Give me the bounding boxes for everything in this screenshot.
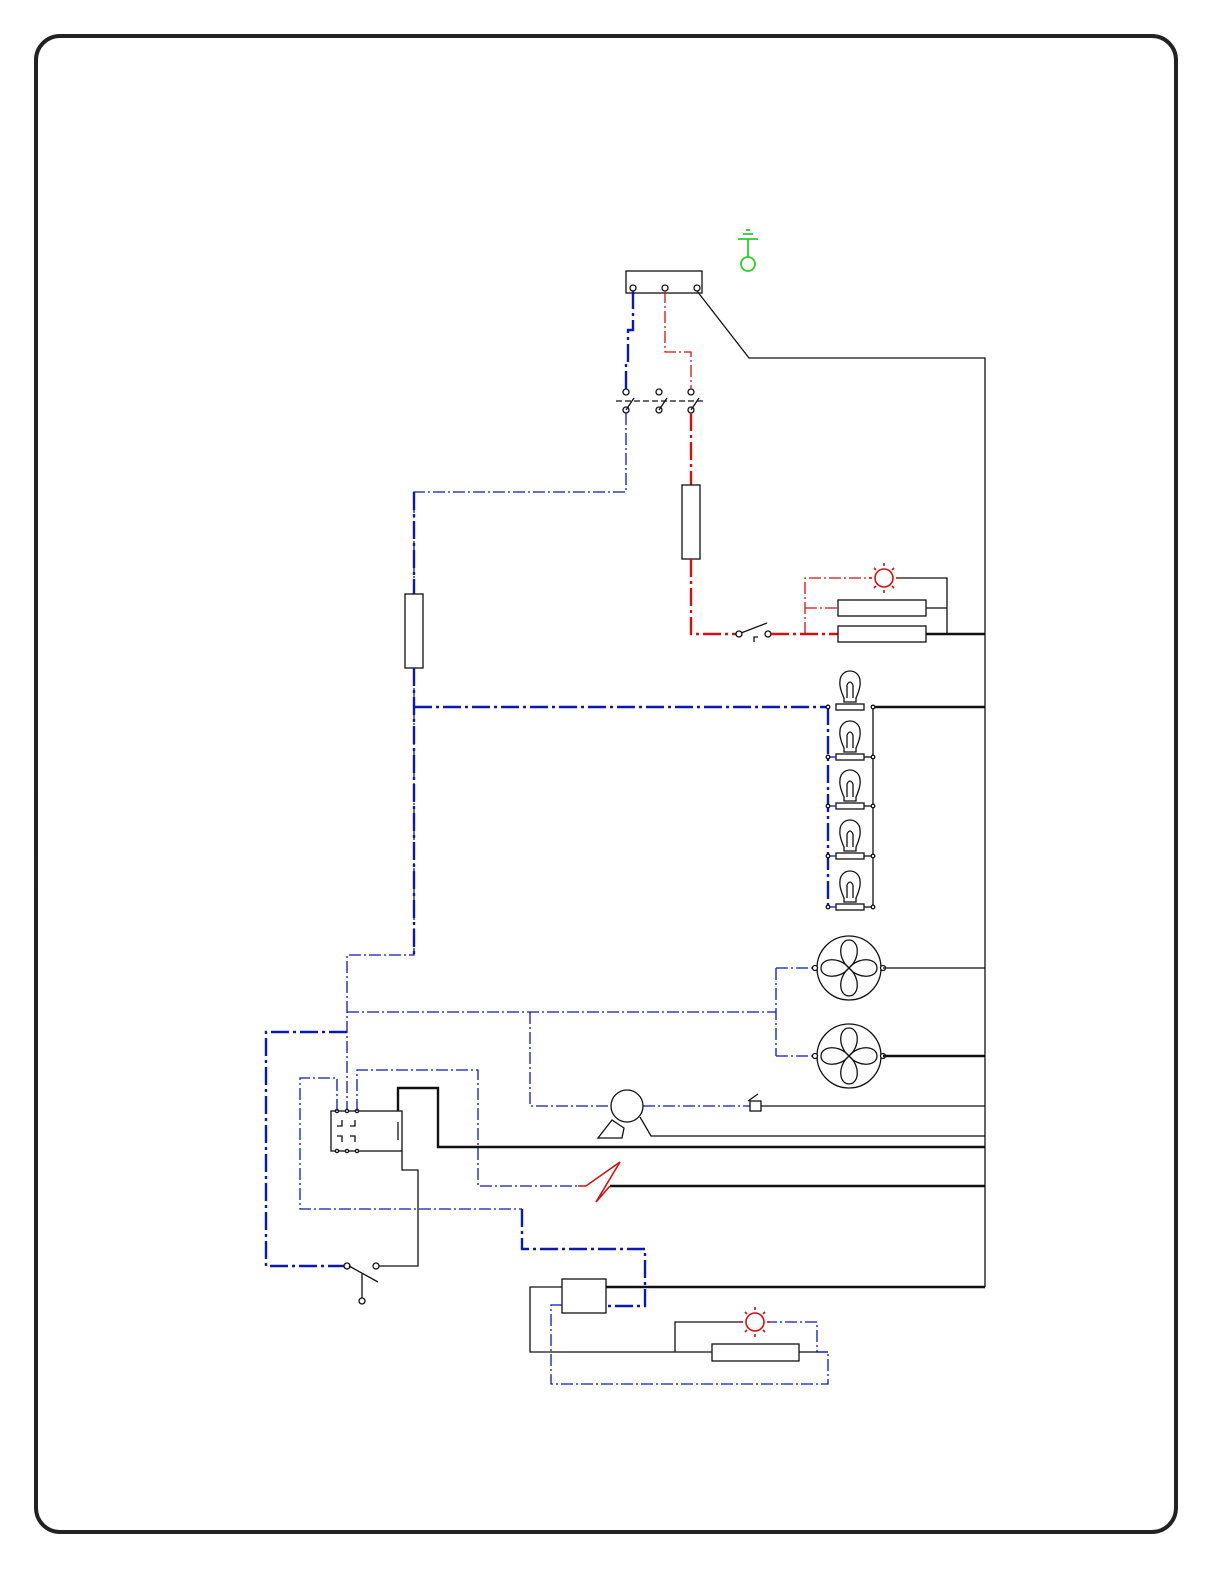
main-switch-icon bbox=[616, 389, 704, 413]
indicator-lamp-icon bbox=[740, 1307, 770, 1337]
door-switch-icon bbox=[736, 623, 771, 642]
fan-icon bbox=[813, 936, 886, 1000]
heater-bottom-icon bbox=[838, 626, 926, 642]
control-switch-icon bbox=[344, 1263, 379, 1304]
coil-icon bbox=[578, 1162, 620, 1202]
fan-icon bbox=[813, 1024, 886, 1088]
wire-live-in bbox=[665, 291, 691, 389]
motor-icon bbox=[598, 1090, 985, 1138]
light-bulb-icon bbox=[826, 820, 875, 859]
ground-icon bbox=[738, 230, 758, 271]
fuse-left-icon bbox=[405, 594, 423, 668]
terminal-block-icon bbox=[626, 271, 702, 293]
light-bulb-icon bbox=[826, 671, 875, 710]
light-bulb-icon bbox=[826, 721, 875, 760]
wire-neutral-in bbox=[626, 291, 633, 389]
indicator-lamp-icon bbox=[869, 563, 899, 593]
wire-neutral-main bbox=[347, 668, 414, 1110]
heater-top-icon bbox=[838, 600, 926, 616]
timer-icon bbox=[562, 1279, 606, 1313]
wire-neutral-to-fuse bbox=[414, 413, 626, 594]
heater-lower-icon bbox=[712, 1344, 799, 1361]
fuse-right-icon bbox=[682, 485, 700, 559]
relay-icon bbox=[331, 1109, 402, 1152]
light-bulb-icon bbox=[826, 871, 875, 910]
lamp-bank bbox=[826, 671, 875, 910]
light-bulb-icon bbox=[826, 770, 875, 809]
pressure-switch-icon bbox=[748, 1094, 761, 1111]
